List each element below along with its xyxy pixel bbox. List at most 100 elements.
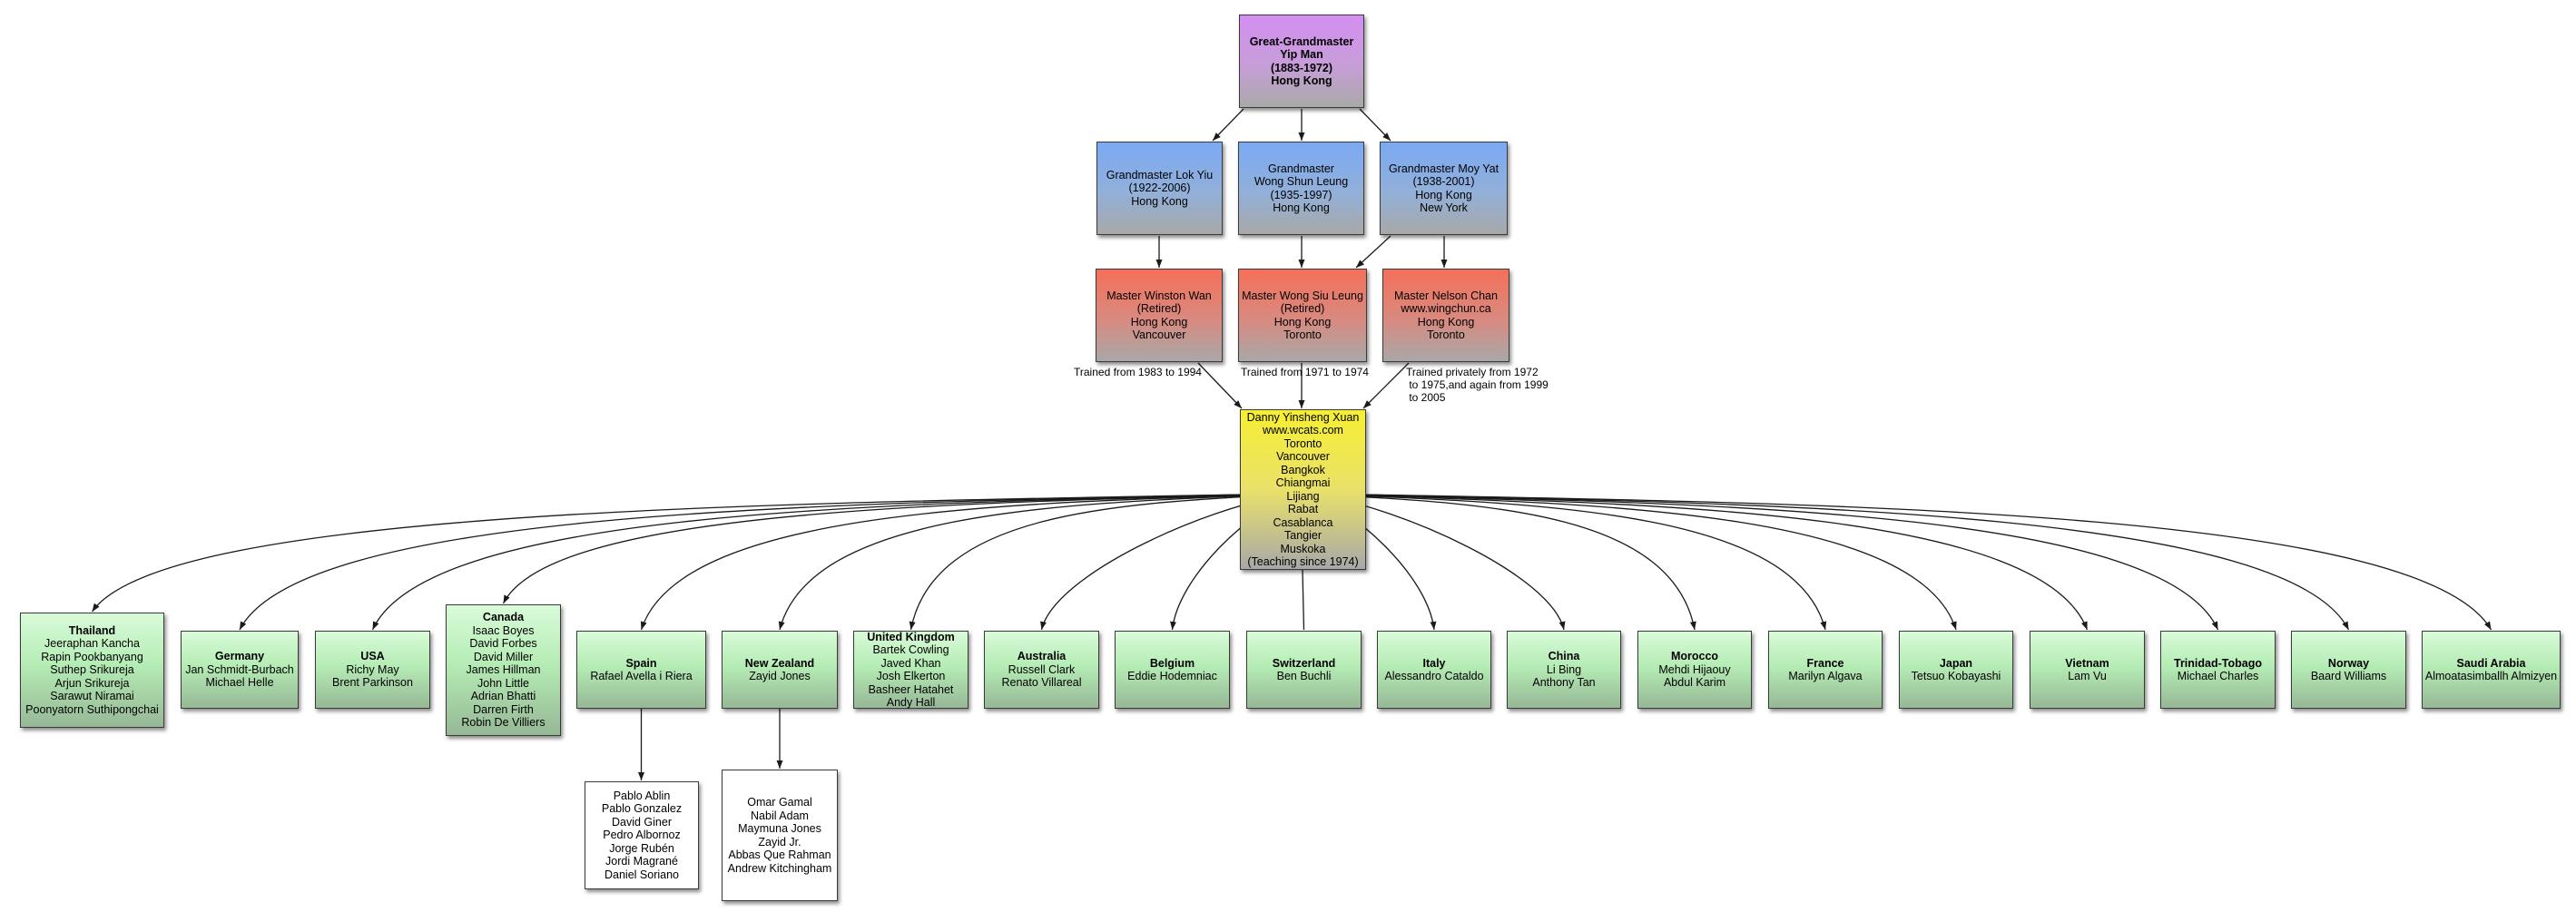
country-name: Canada xyxy=(482,611,525,624)
training-note-winston-wan: Trained from 1983 to 1994 xyxy=(1074,366,1202,378)
country-member: Renato Villareal xyxy=(1001,676,1082,690)
country-member: Marilyn Algava xyxy=(1788,670,1863,682)
master-line: Master Wong Siu Leung xyxy=(1242,289,1363,302)
edge-root-to-grandmaster-2 xyxy=(1359,108,1391,142)
edge-master-2-to-center xyxy=(1362,362,1410,409)
grandmaster-line: (1922-2006) xyxy=(1128,181,1191,195)
country-member: Ben Buchli xyxy=(1276,670,1332,682)
master-line: Master Winston Wan xyxy=(1106,289,1212,302)
country-member: Almoatasimballh Almizyen xyxy=(2424,670,2558,682)
master-line: Vancouver xyxy=(1132,329,1186,341)
country-member: Richy May xyxy=(346,662,399,676)
country-name: Switzerland xyxy=(1272,656,1336,670)
country-member: Javed Khan xyxy=(880,656,941,670)
edge-center-to-vietnam xyxy=(1342,494,2089,631)
master-line: Hong Kong xyxy=(1130,315,1188,329)
center-line: Rabat xyxy=(1287,503,1319,515)
country-member: Russell Clark xyxy=(1008,662,1076,676)
master-line: Master Nelson Chan xyxy=(1394,289,1498,302)
sub-group-member: Nabil Adam xyxy=(751,809,809,822)
edge-center-to-germany xyxy=(239,494,1249,631)
edge-center-to-saudi-arabia xyxy=(1362,494,2492,631)
country-member: Poonyatorn Suthipongchai xyxy=(25,702,159,716)
edge-center-to-united-kingdom xyxy=(909,494,1283,631)
center-line: (Teaching since 1974) xyxy=(1247,555,1359,568)
sub-group-member: Zayid Jr. xyxy=(758,835,801,848)
center-line: Danny Yinsheng Xuan xyxy=(1246,410,1360,424)
sub-group-member: Abbas Que Rahman xyxy=(728,848,831,861)
country-member: Josh Elkerton xyxy=(876,670,946,682)
country-member: Basheer Hatahet xyxy=(868,682,954,696)
edge-center-to-france xyxy=(1329,494,1827,631)
master-line: Toronto xyxy=(1283,329,1322,341)
country-name: Morocco xyxy=(1670,650,1719,663)
country-name: France xyxy=(1806,656,1844,670)
root-line: Yip Man xyxy=(1280,48,1323,61)
root-line: (1883-1972) xyxy=(1270,61,1333,74)
country-name: Australia xyxy=(1017,650,1067,663)
center-line: Lijiang xyxy=(1286,489,1320,503)
grandmaster-line: (1938-2001) xyxy=(1412,175,1475,188)
country-name: Italy xyxy=(1422,656,1446,670)
country-member: Jeeraphan Kancha xyxy=(44,637,140,651)
grandmaster-line: Wong Shun Leung xyxy=(1254,175,1349,188)
center-line: Tangier xyxy=(1284,529,1322,542)
edge-center-to-thailand xyxy=(91,494,1243,613)
country-member: Michael Charles xyxy=(2177,670,2259,682)
training-note-nelson-chan: Trained privately from 1972 to 1975,and … xyxy=(1406,366,1549,404)
country-member: John Little xyxy=(477,676,529,690)
country-member: Isaac Boyes xyxy=(472,623,535,637)
grandmaster-line: (1935-1997) xyxy=(1270,188,1332,201)
country-name: Japan xyxy=(1939,656,1973,670)
country-member: David Forbes xyxy=(469,637,537,651)
edge-center-to-spain xyxy=(640,494,1269,631)
country-member: Sarawut Niramai xyxy=(50,690,134,703)
edge-center-to-morocco xyxy=(1322,494,1696,631)
edge-center-to-usa xyxy=(371,494,1255,631)
country-name: Spain xyxy=(625,656,657,670)
country-member: Suthep Srikureja xyxy=(50,663,134,677)
sub-group-member: Jordi Magrané xyxy=(605,855,678,868)
sub-group-member: Maymuna Jones xyxy=(738,822,821,835)
sub-group-member: Daniel Soriano xyxy=(605,868,679,881)
edge-center-to-norway xyxy=(1356,494,2350,631)
country-member: James Hillman xyxy=(466,663,541,677)
country-member: Anthony Tan xyxy=(1532,676,1596,690)
country-member: Andy Hall xyxy=(886,696,936,709)
grandmaster-line: Hong Kong xyxy=(1131,194,1188,208)
grandmaster-line: Grandmaster Moy Yat xyxy=(1388,162,1499,175)
master-line: Hong Kong xyxy=(1273,315,1332,329)
grandmaster-line: Grandmaster Lok Yiu xyxy=(1106,168,1214,181)
sub-group-member: Pablo Gonzalez xyxy=(601,802,683,816)
grandmaster-node-0: Grandmaster Lok Yiu(1922-2006)Hong Kong xyxy=(1096,142,1223,235)
center-line: www.wcats.com xyxy=(1263,424,1343,436)
country-member: Eddie Hodemniac xyxy=(1127,670,1217,682)
country-name: United Kingdom xyxy=(867,630,955,643)
sub-group-member: Jorge Rubén xyxy=(609,841,674,855)
country-member: Darren Firth xyxy=(473,702,534,716)
training-note-wong-siu-leung: Trained from 1971 to 1974 xyxy=(1241,366,1369,378)
country-name: Belgium xyxy=(1149,656,1195,670)
